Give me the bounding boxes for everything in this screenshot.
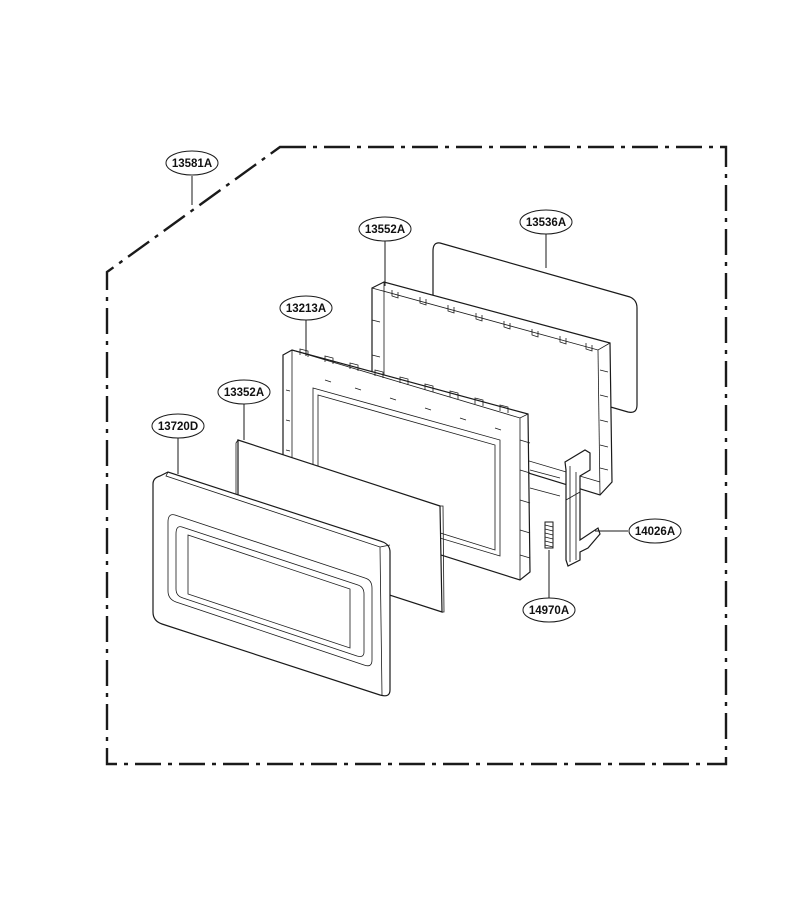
callout-13536A: 13536A xyxy=(519,209,573,235)
leader-lines xyxy=(177,176,628,598)
callout-14970A: 14970A xyxy=(522,597,576,623)
callout-13352A: 13352A xyxy=(217,379,271,405)
callout-label: 14026A xyxy=(635,526,675,538)
callout-13213A: 13213A xyxy=(279,295,333,321)
callout-label: 13213A xyxy=(286,303,326,315)
callout-13552A: 13552A xyxy=(358,216,412,242)
callout-13581A: 13581A xyxy=(165,150,219,176)
callout-label: 13581A xyxy=(172,158,212,170)
callout-label: 13536A xyxy=(526,217,566,229)
callout-label: 13352A xyxy=(224,387,264,399)
part-latch-hook xyxy=(564,449,601,567)
callout-label: 14970A xyxy=(529,605,569,617)
callout-label: 13720D xyxy=(158,421,198,433)
callout-label: 13552A xyxy=(365,224,405,236)
callout-14026A: 14026A xyxy=(628,518,682,544)
part-latch-spring xyxy=(544,521,554,549)
part-door-front xyxy=(152,471,391,697)
assembly-boundary xyxy=(105,145,728,766)
callout-13720D: 13720D xyxy=(151,413,205,439)
